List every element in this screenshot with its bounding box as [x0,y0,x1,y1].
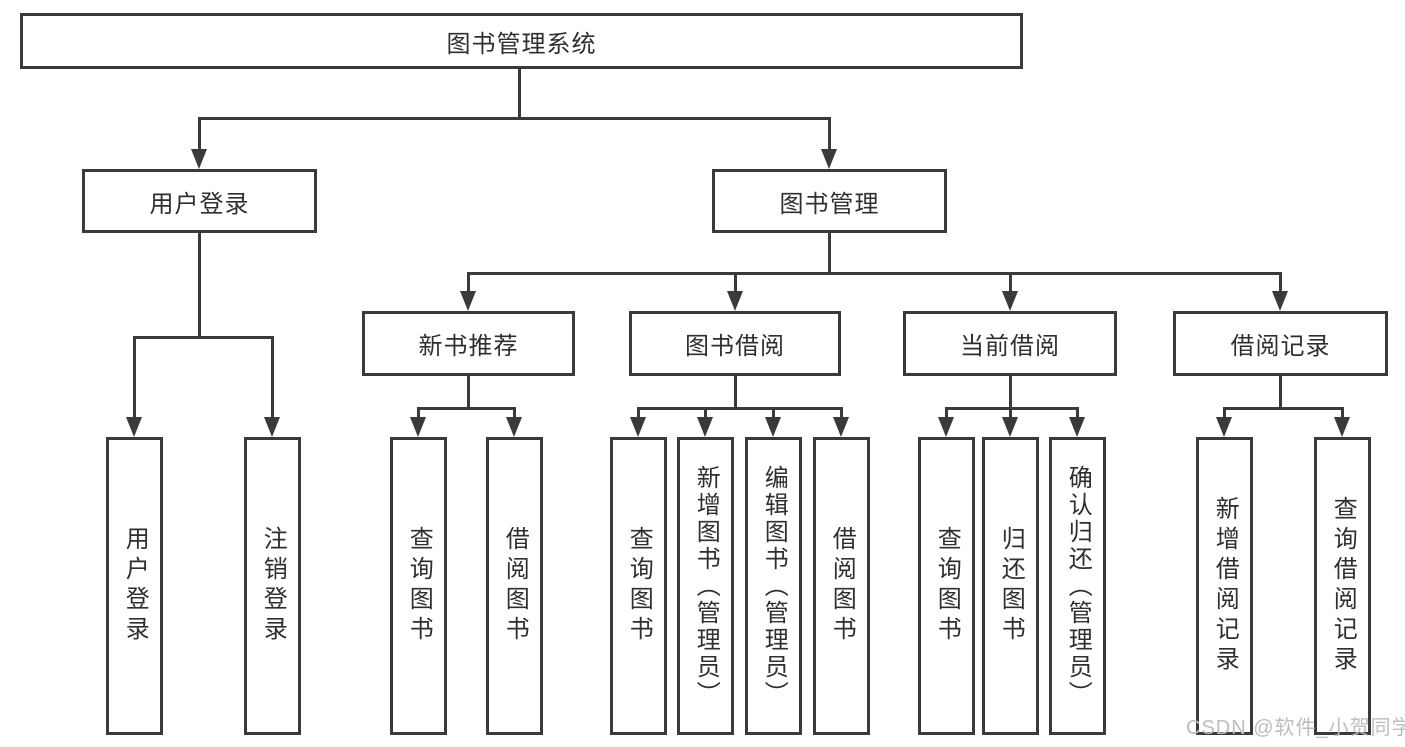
leaf-label: 新增借阅记录 [1211,496,1239,676]
arrowhead-down-icon [460,291,476,311]
connector-vline [198,117,201,149]
arrowhead-down-icon [821,149,837,169]
connector-vline [734,376,737,408]
arrowhead-down-icon [191,149,207,169]
leaf-query-books: 查询图书 [918,437,975,735]
node-new-book-recommendation: 新书推荐 [362,311,575,376]
connector-vline [828,233,831,273]
connector-vline [417,407,420,417]
connector-vline [704,407,707,417]
connector-hline [637,407,843,410]
node-label: 图书管理系统 [446,30,597,58]
connector-vline [1279,272,1282,291]
node-current-borrowing: 当前借阅 [903,311,1117,376]
leaf-label: 用户登录 [121,526,149,646]
arrowhead-down-icon [1272,291,1288,311]
connector-vline [1009,407,1012,417]
leaf-user-login: 用户登录 [106,437,163,735]
connector-vline [513,407,516,417]
node-label: 用户登录 [149,190,250,218]
leaf-query-books: 查询图书 [390,437,447,735]
node-label: 图书管理 [779,190,880,218]
arrowhead-down-icon [410,417,426,437]
leaf-logout: 注销登录 [244,437,301,735]
arrowhead-down-icon [1334,417,1350,437]
connector-vline [133,336,136,417]
arrowhead-down-icon [1002,291,1018,311]
connector-vline [1009,376,1012,408]
connector-vline [198,233,201,337]
arrowhead-down-icon [938,417,954,437]
arrowhead-down-icon [630,417,646,437]
connector-vline [518,69,521,118]
arrowhead-down-icon [765,417,781,437]
connector-vline [1341,407,1344,417]
leaf-label: 查询图书 [625,526,653,646]
leaf-confirm-return-admin: 确认归还（管理员） [1049,437,1106,735]
arrowhead-down-icon [1216,417,1232,437]
connector-vline [1076,407,1079,417]
connector-hline [945,407,1079,410]
connector-hline [417,407,516,410]
node-label: 新书推荐 [418,333,519,360]
arrowhead-down-icon [833,417,849,437]
connector-vline [828,117,831,149]
connector-hline [467,272,1282,275]
leaf-label: 借阅图书 [828,526,856,646]
arrowhead-down-icon [1002,417,1018,437]
leaf-label: 归还图书 [997,526,1025,646]
leaf-query-books: 查询图书 [610,437,667,735]
connector-vline [637,407,640,417]
connector-vline [1009,272,1012,291]
leaf-label: 新增图书（管理员） [692,464,720,708]
connector-hline [1223,407,1344,410]
connector-vline [945,407,948,417]
leaf-label: 确认归还（管理员） [1064,464,1092,708]
node-user-login: 用户登录 [82,169,317,233]
leaf-add-borrow-record: 新增借阅记录 [1196,437,1253,735]
leaf-label: 编辑图书（管理员） [760,464,788,708]
connector-vline [1223,407,1226,417]
arrowhead-down-icon [1069,417,1085,437]
leaf-borrow-books: 借阅图书 [486,437,543,735]
arrowhead-down-icon [506,417,522,437]
leaf-label: 借阅图书 [501,526,529,646]
connector-vline [840,407,843,417]
node-label: 当前借阅 [960,333,1060,360]
leaf-label: 查询图书 [933,526,961,646]
leaf-query-borrow-record: 查询借阅记录 [1314,437,1371,735]
leaf-add-books-admin: 新增图书（管理员） [677,437,734,735]
connector-vline [772,407,775,417]
leaf-label: 查询图书 [405,526,433,646]
leaf-borrow-books: 借阅图书 [813,437,870,735]
node-label: 图书借阅 [685,333,785,360]
node-label: 借阅记录 [1230,333,1331,360]
watermark: CSDN @软件_小贺同学 [1186,717,1405,739]
node-book-borrowing: 图书借阅 [629,311,841,376]
arrowhead-down-icon [264,417,280,437]
leaf-edit-books-admin: 编辑图书（管理员） [745,437,802,735]
connector-vline [271,336,274,417]
connector-hline [133,336,274,339]
arrowhead-down-icon [126,417,142,437]
connector-hline [198,117,831,120]
connector-vline [467,272,470,291]
node-borrowing-records: 借阅记录 [1173,311,1388,376]
connector-vline [734,272,737,291]
arrowhead-down-icon [697,417,713,437]
connector-vline [1279,376,1282,408]
node-book-management: 图书管理 [712,169,947,233]
node-library-management-system: 图书管理系统 [20,13,1023,69]
leaf-label: 查询借阅记录 [1329,496,1357,676]
leaf-return-books: 归还图书 [982,437,1039,735]
arrowhead-down-icon [727,291,743,311]
leaf-label: 注销登录 [259,526,287,646]
connector-vline [467,376,470,408]
